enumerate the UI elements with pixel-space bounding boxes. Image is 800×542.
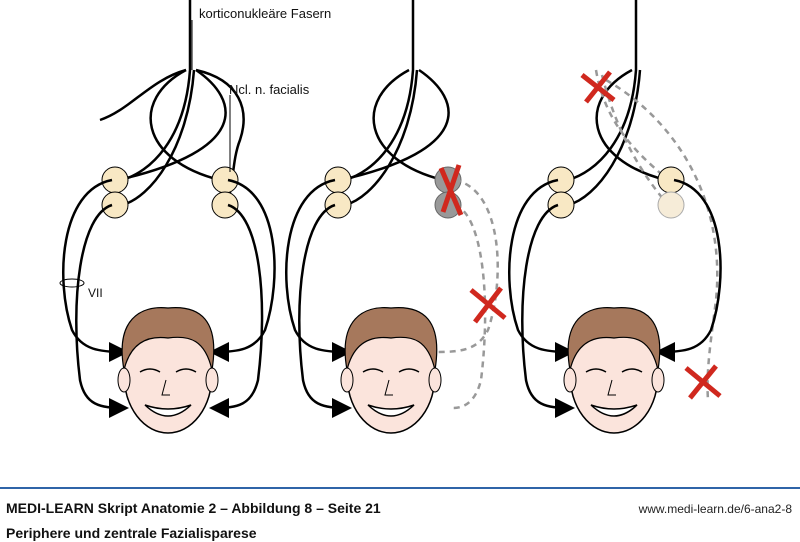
face-central	[563, 306, 665, 434]
lesion-x-icon	[580, 70, 616, 104]
face-peripheral	[340, 306, 442, 434]
lesion-x-icon	[469, 286, 507, 324]
panel-normal	[59, 0, 276, 434]
corticonuclear-fibers	[99, 0, 245, 207]
lesion-x-icon	[438, 164, 464, 216]
nuclei	[101, 166, 239, 219]
panel-central-palsy	[508, 0, 722, 434]
facial-palsy-diagram	[59, 0, 722, 434]
facial-nerve-outputs	[62, 178, 276, 418]
footer-url[interactable]: www.medi-learn.de/6-ana2-8	[638, 502, 792, 516]
lesion-x-icon	[684, 364, 722, 400]
footer-divider	[0, 487, 800, 489]
label-corticonuclear-fibers: korticonukleäre Fasern	[199, 6, 332, 21]
label-nerve-vii: VII	[88, 286, 103, 300]
footer-subtitle: Periphere und zentrale Fazialisparese	[6, 525, 257, 541]
footer-title: MEDI-LEARN Skript Anatomie 2 – Abbildung…	[6, 500, 381, 516]
nerve-ring-icon	[59, 278, 85, 288]
panel-peripheral-palsy	[285, 0, 507, 434]
face-normal	[117, 306, 219, 434]
label-facial-nucleus: Ncl. n. facialis	[229, 82, 310, 97]
